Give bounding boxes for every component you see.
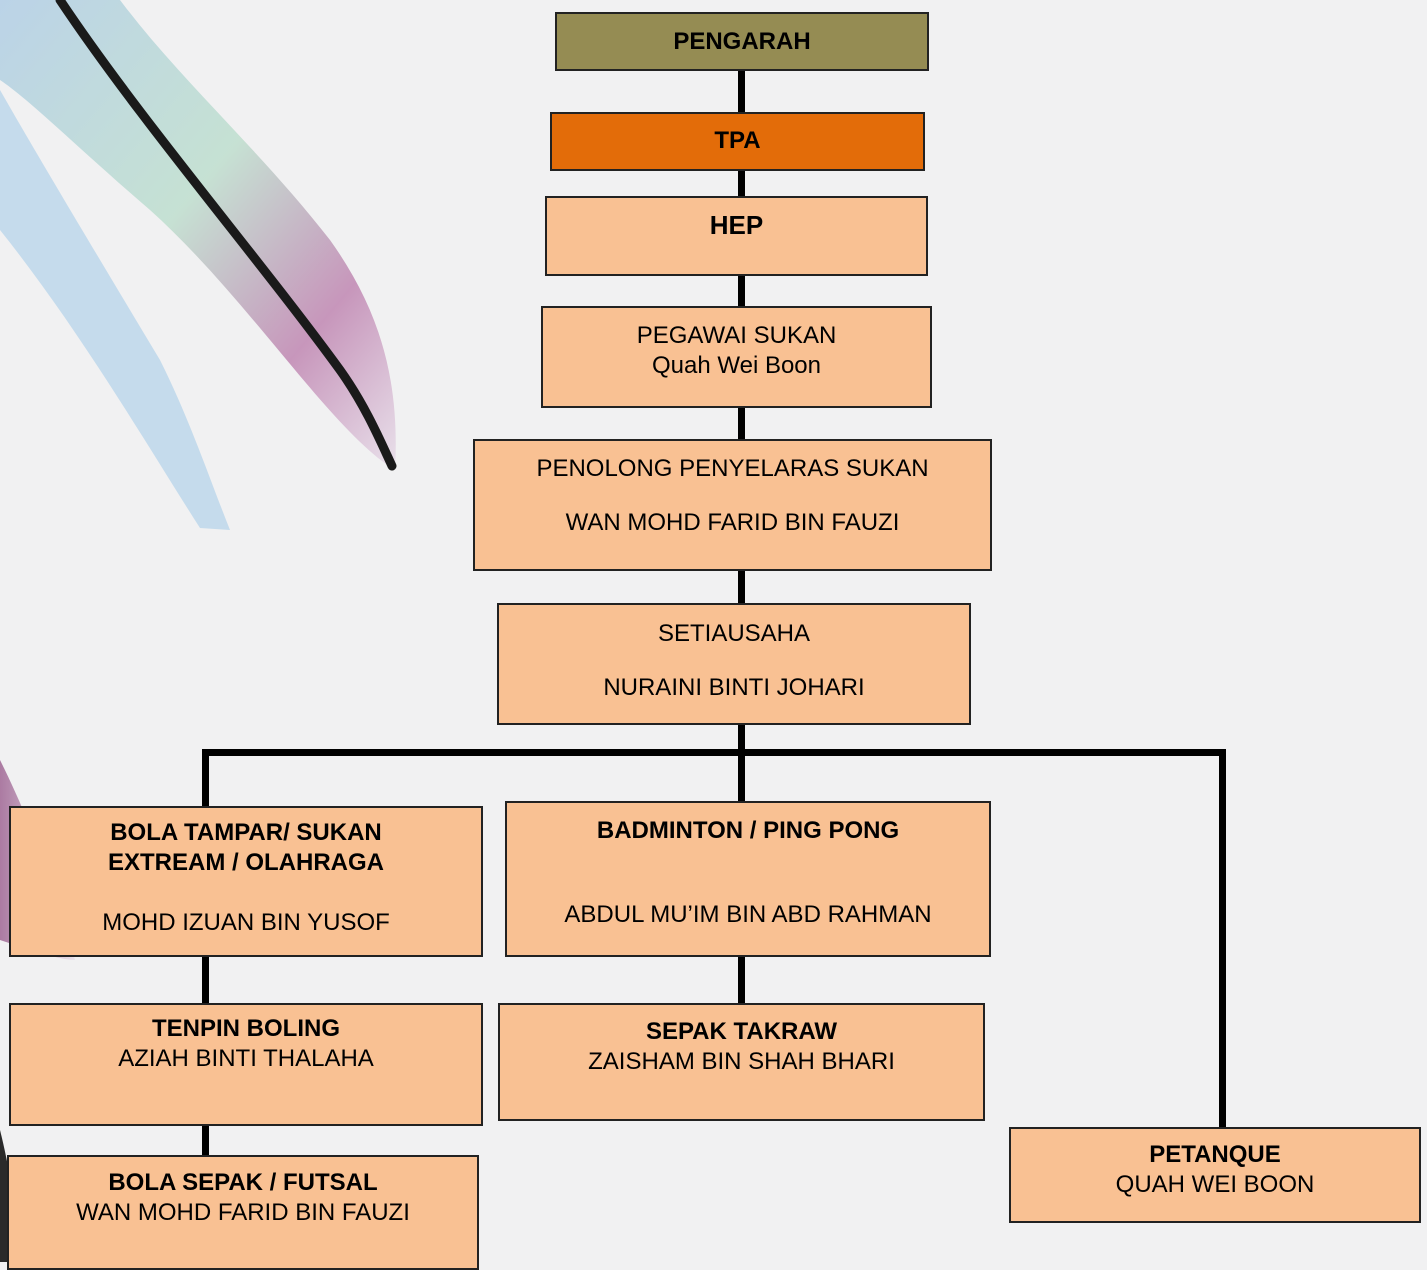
- node-tpa: TPA: [550, 112, 925, 171]
- connector-bolatampar-tenpin: [202, 955, 209, 1005]
- node-petanque-name: QUAH WEI BOON: [1115, 1171, 1315, 1198]
- connector-tpa-hep: [738, 170, 745, 198]
- connector-left-drop: [202, 749, 209, 808]
- connector-hep-pegawai: [738, 274, 745, 308]
- connector-setiausaha-branch: [738, 723, 745, 803]
- connector-tenpin-bolasepak: [202, 1124, 209, 1158]
- node-penolong-name: WAN MOHD FARID BIN FAUZI: [565, 509, 900, 536]
- node-badminton: BADMINTON / PING PONG ABDUL MU’IM BIN AB…: [505, 801, 991, 957]
- node-tenpin-title: TENPIN BOLING: [151, 1015, 340, 1042]
- node-tpa-title: TPA: [714, 127, 761, 154]
- node-pengarah: PENGARAH: [555, 12, 929, 71]
- connector-penolong-setiausaha: [738, 570, 745, 605]
- node-bola-tampar: BOLA TAMPAR/ SUKAN EXTREAM / OLAHRAGA MO…: [9, 806, 483, 957]
- node-bola-sepak: BOLA SEPAK / FUTSAL WAN MOHD FARID BIN F…: [7, 1155, 479, 1270]
- node-bola-tampar-title-2: EXTREAM / OLAHRAGA: [108, 849, 384, 876]
- node-tenpin-boling: TENPIN BOLING AZIAH BINTI THALAHA: [9, 1003, 483, 1126]
- node-bola-tampar-title-1: BOLA TAMPAR/ SUKAN: [110, 819, 382, 846]
- node-setiausaha-name: NURAINI BINTI JOHARI: [603, 674, 865, 701]
- node-badminton-title: BADMINTON / PING PONG: [596, 817, 900, 844]
- node-penolong-title: PENOLONG PENYELARAS SUKAN: [536, 455, 929, 482]
- node-tenpin-name: AZIAH BINTI THALAHA: [118, 1045, 374, 1072]
- node-sepak-takraw: SEPAK TAKRAW ZAISHAM BIN SHAH BHARI: [498, 1003, 985, 1121]
- node-sepak-takraw-name: ZAISHAM BIN SHAH BHARI: [588, 1048, 895, 1075]
- node-pegawai-sukan-title: PEGAWAI SUKAN: [636, 322, 837, 349]
- node-setiausaha-title: SETIAUSAHA: [657, 620, 811, 647]
- node-pegawai-sukan: PEGAWAI SUKAN Quah Wei Boon: [541, 306, 932, 408]
- node-setiausaha: SETIAUSAHA NURAINI BINTI JOHARI: [497, 603, 971, 725]
- node-pengarah-title: PENGARAH: [673, 28, 811, 55]
- connector-pengarah-tpa: [738, 70, 745, 114]
- node-hep-title: HEP: [709, 210, 764, 240]
- node-hep: HEP: [545, 196, 928, 276]
- node-penolong-penyelaras: PENOLONG PENYELARAS SUKAN WAN MOHD FARID…: [473, 439, 992, 571]
- connector-badminton-takraw: [738, 955, 745, 1005]
- connector-pegawai-penolong: [738, 407, 745, 441]
- node-bola-sepak-title: BOLA SEPAK / FUTSAL: [108, 1169, 378, 1196]
- node-bola-sepak-name: WAN MOHD FARID BIN FAUZI: [76, 1199, 410, 1226]
- node-pegawai-sukan-name: Quah Wei Boon: [652, 352, 821, 379]
- node-petanque-title: PETANQUE: [1149, 1141, 1281, 1168]
- node-badminton-name: ABDUL MU’IM BIN ABD RAHMAN: [564, 901, 932, 928]
- node-petanque: PETANQUE QUAH WEI BOON: [1009, 1127, 1421, 1223]
- connector-horizontal-branch: [202, 749, 1226, 756]
- node-bola-tampar-name: MOHD IZUAN BIN YUSOF: [102, 909, 390, 936]
- connector-right-drop: [1219, 749, 1226, 1129]
- node-sepak-takraw-title: SEPAK TAKRAW: [645, 1018, 838, 1045]
